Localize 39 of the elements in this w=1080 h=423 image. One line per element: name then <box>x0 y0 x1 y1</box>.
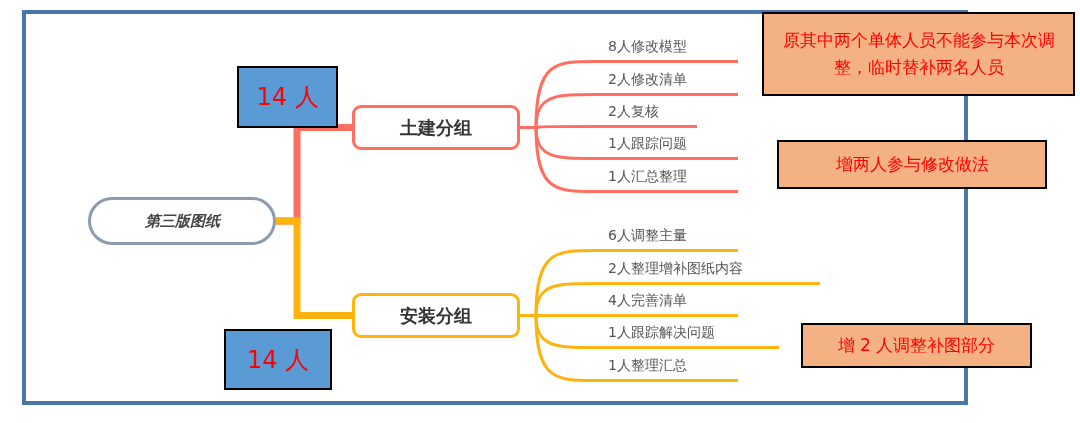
branch-topic <box>595 290 738 317</box>
topic-text: 增 2 人调整补图部分 <box>837 333 996 357</box>
group-box <box>352 293 520 338</box>
note-box <box>777 140 1047 189</box>
topic-text: 第三版图纸 <box>144 211 220 231</box>
branch-topic <box>595 258 820 285</box>
topic-text: 4人完善清单 <box>608 292 687 310</box>
branch-topic <box>595 101 697 128</box>
branch-topic <box>595 69 738 96</box>
topic-text: 原其中两个单体人员不能参与本次调整，临时替补两名人员 <box>781 28 1056 79</box>
topic-text: 14 人 <box>246 344 310 376</box>
topic-text: 安装分组 <box>400 303 472 328</box>
branch-topic <box>595 322 779 349</box>
topic-text: 2人复核 <box>608 103 659 121</box>
topic-text: 6人调整主量 <box>608 227 687 245</box>
branch-topic <box>595 166 738 193</box>
topic-text: 增两人参与修改做法 <box>835 152 989 176</box>
branch-line <box>276 217 352 319</box>
branch-topic <box>595 133 738 160</box>
topic-text: 1人跟踪问题 <box>608 135 687 153</box>
topic-text: 8人修改模型 <box>608 38 687 56</box>
branch-line <box>520 126 595 193</box>
branch-topic <box>595 355 738 382</box>
note-box <box>801 323 1032 368</box>
topic-text: 1人汇总整理 <box>608 168 687 186</box>
branch-topic <box>595 36 738 63</box>
central-topic <box>88 197 276 245</box>
topic-text: 土建分组 <box>400 115 472 140</box>
branch-line <box>520 314 595 382</box>
topic-text: 1人跟踪解决问题 <box>608 324 715 342</box>
topic-text: 1人整理汇总 <box>608 357 687 375</box>
group-box <box>352 105 520 150</box>
topic-text: 14 人 <box>256 82 319 113</box>
branch-topic <box>595 225 738 252</box>
topic-text: 2人整理增补图纸内容 <box>608 260 743 278</box>
note-box <box>762 12 1075 96</box>
count-box <box>224 329 332 390</box>
count-box <box>237 66 338 128</box>
topic-text: 2人修改清单 <box>608 71 687 89</box>
